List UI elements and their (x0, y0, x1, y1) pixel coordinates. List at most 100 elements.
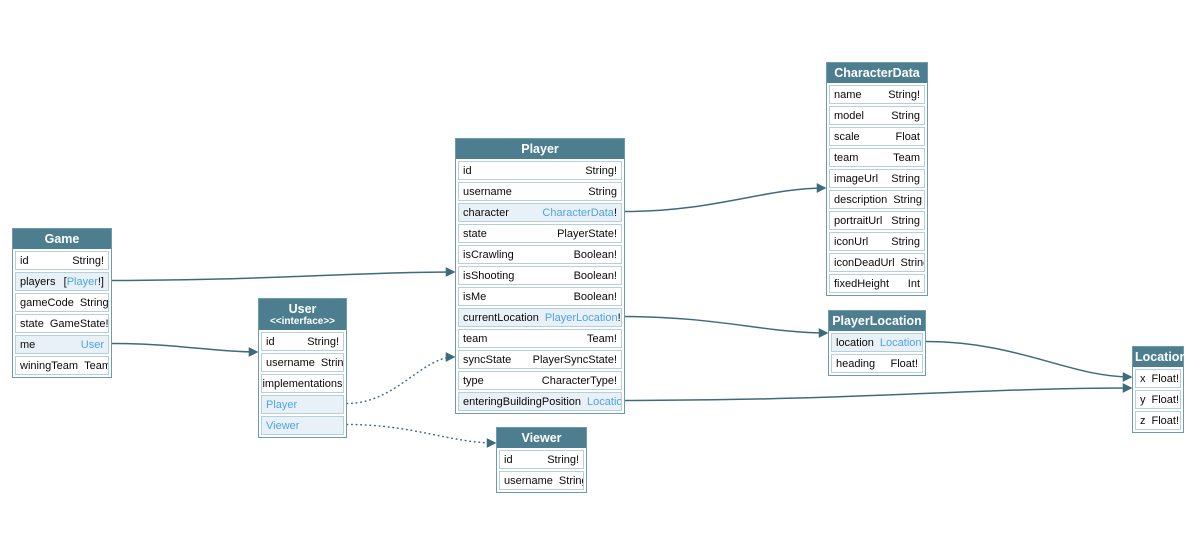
field-name: winingTeam (20, 359, 79, 372)
field-type: Team! (587, 333, 617, 345)
type-link[interactable]: PlayerLocation (544, 311, 618, 324)
field-type: String (891, 236, 920, 248)
edge-player-currentlocation-to-playerlocation (624, 315, 829, 338)
type-link[interactable]: Player (266, 398, 298, 411)
field-name: iconUrl (834, 235, 869, 248)
type-text: ! (613, 206, 617, 219)
table-title: Viewer (521, 431, 562, 445)
field-name: username (463, 185, 512, 198)
field-name: team (463, 332, 488, 345)
field-name: scale (834, 130, 860, 143)
type-link[interactable]: Location (879, 336, 922, 349)
edge-player-enteringbuildingposition-to-location (624, 383, 1133, 402)
field-type: Int (908, 278, 920, 290)
type-text: String! (307, 335, 339, 348)
field-name: imageUrl (834, 172, 879, 185)
table-header-user[interactable]: User<<interface>> (259, 299, 346, 330)
field-row-players[interactable]: players[Player!] (15, 272, 109, 291)
field-type: String! (72, 255, 104, 267)
type-text: Float! (1151, 414, 1180, 427)
field-name: isMe (463, 290, 487, 303)
type-link[interactable]: Player (66, 275, 98, 288)
field-name: me (20, 338, 36, 351)
type-text: Float! (1151, 393, 1180, 406)
type-link[interactable]: User (80, 338, 104, 351)
field-type: String (559, 475, 583, 487)
table-subtitle: <<interface>> (269, 316, 336, 327)
field-row-implementations[interactable]: implementations (261, 374, 344, 393)
field-row-iconurl[interactable]: iconUrl String (829, 232, 925, 251)
field-type: Float (896, 131, 920, 143)
table-header-playerlocation[interactable]: PlayerLocation (829, 311, 925, 331)
type-link[interactable]: CharacterData (542, 206, 614, 219)
type-text: Float! (890, 357, 918, 370)
field-row-team[interactable]: team Team! (458, 329, 622, 348)
type-text: Float! (1151, 372, 1180, 385)
table-header-game[interactable]: Game (13, 229, 111, 249)
type-link[interactable]: Viewer (266, 419, 300, 432)
table-title: Player (521, 142, 559, 156)
field-row-enteringbuildingposition[interactable]: enteringBuildingPositionLocation (458, 392, 622, 411)
field-name: description (834, 193, 888, 206)
field-name: portraitUrl (834, 214, 883, 227)
table-header-location[interactable]: Location (1133, 347, 1187, 367)
field-row-player[interactable]: Player (261, 395, 344, 414)
field-type: CharacterType! (542, 375, 617, 387)
field-type: String (320, 356, 344, 369)
field-name: name (834, 88, 862, 101)
type-text: PlayerState! (557, 227, 617, 240)
edge-game-me-to-user (111, 342, 259, 357)
type-text: String (320, 356, 344, 369)
field-type: String (891, 110, 920, 122)
field-row-icondeadurl[interactable]: iconDeadUrlString (829, 253, 925, 272)
field-row-me[interactable]: me User (15, 335, 109, 354)
table-header-characterdata[interactable]: CharacterData (827, 63, 927, 83)
table-header-player[interactable]: Player (456, 139, 624, 159)
type-text: [ (63, 275, 67, 288)
field-name: id (504, 453, 513, 466)
field-name: model (834, 109, 864, 122)
table-header-viewer[interactable]: Viewer (497, 428, 586, 448)
field-row-viewer[interactable]: Viewer (261, 416, 344, 435)
field-row-scale[interactable]: scale Float (829, 127, 925, 146)
field-row-model[interactable]: model String (829, 106, 925, 125)
field-name: iconDeadUrl (834, 256, 895, 269)
type-link[interactable]: Location (587, 395, 622, 408)
